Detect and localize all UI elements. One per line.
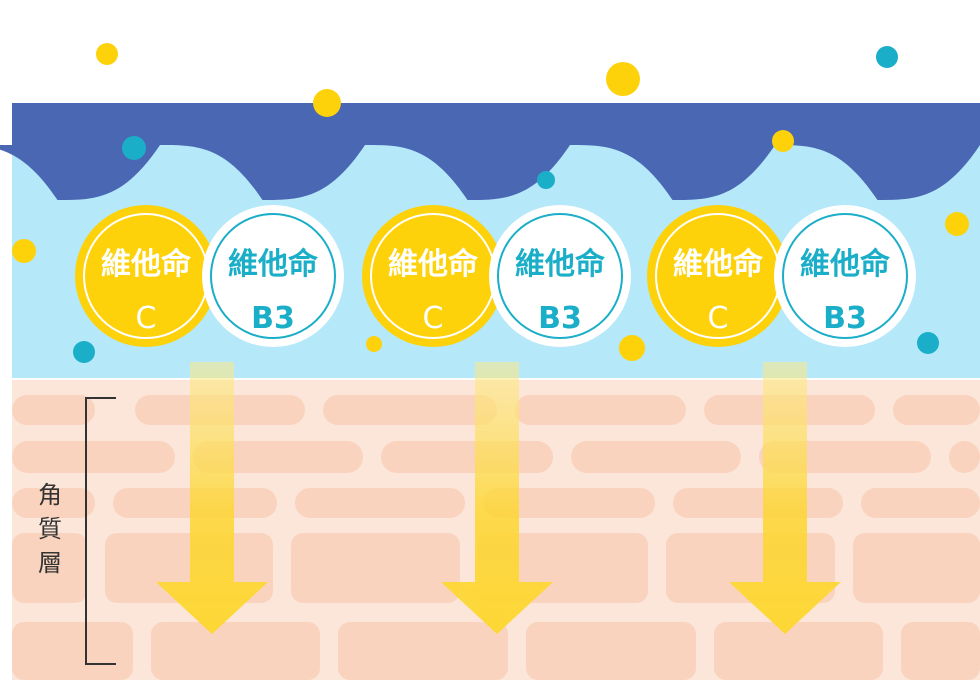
label-char-3: 層 xyxy=(38,549,62,577)
skin-cell xyxy=(12,622,133,680)
yellow-particle xyxy=(313,89,341,117)
vitamin-b3-code: B3 xyxy=(823,301,867,336)
vitamin-b3-name: 維他命 xyxy=(800,247,891,282)
teal-particle xyxy=(73,341,95,363)
yellow-particle xyxy=(772,130,794,152)
skin-cell xyxy=(291,533,460,603)
vitamin-c-code: C xyxy=(708,301,729,336)
floating-particles xyxy=(12,43,969,363)
yellow-particle xyxy=(12,239,36,263)
vitamin-c-circle xyxy=(362,205,504,347)
vitamin-c-capsule: 維他命 C xyxy=(647,205,789,347)
skin-cell xyxy=(673,488,843,518)
vitamin-b3-circle xyxy=(489,205,631,347)
skin-cell xyxy=(861,488,980,518)
skin-cell xyxy=(12,395,95,425)
down-arrow xyxy=(729,362,841,634)
skin-cell xyxy=(381,441,553,473)
vitamin-b3-capsule: 維他命 B3 xyxy=(774,205,916,347)
teal-particle xyxy=(917,332,939,354)
skin-cell xyxy=(853,533,980,603)
skin-cell xyxy=(571,441,741,473)
vitamin-c-code: C xyxy=(423,301,444,336)
label-char-1: 角 xyxy=(38,481,62,509)
down-arrow xyxy=(156,362,268,634)
teal-particle xyxy=(876,46,898,68)
yellow-particle xyxy=(96,43,118,65)
skin-cells xyxy=(12,395,980,680)
skin-cell xyxy=(193,441,363,473)
vitamin-b3-capsule: 維他命 B3 xyxy=(202,205,344,347)
skin-cell xyxy=(12,441,175,473)
skin-cell xyxy=(151,622,320,680)
teal-particle xyxy=(537,171,555,189)
vitamin-b3-name: 維他命 xyxy=(228,247,319,282)
skin-cell xyxy=(483,488,655,518)
skin-cell xyxy=(12,533,87,603)
vitamin-c-name: 維他命 xyxy=(388,247,479,282)
yellow-particle xyxy=(606,62,640,96)
stratum-bracket xyxy=(85,397,116,665)
vitamin-b3-capsule: 維他命 B3 xyxy=(489,205,631,347)
skin-cell xyxy=(323,395,497,425)
vitamin-b3-ring xyxy=(782,213,908,339)
vitamin-b3-name: 維他命 xyxy=(515,247,606,282)
yellow-particle xyxy=(619,335,645,361)
vitamin-capsules: 維他命 C 維他命 B3 維他命 C 維他命 B3 維他命 C 維他命 B3 xyxy=(75,205,916,347)
vitamin-b3-code: B3 xyxy=(251,301,295,336)
label-char-2: 質 xyxy=(38,515,62,543)
vitamin-c-circle xyxy=(75,205,217,347)
yellow-particle xyxy=(366,336,382,352)
vitamin-c-capsule: 維他命 C xyxy=(362,205,504,347)
skin-cell xyxy=(526,622,696,680)
vitamin-c-name: 維他命 xyxy=(673,247,764,282)
skin-cell xyxy=(515,395,686,425)
skin-cell xyxy=(12,488,95,518)
skin-cell xyxy=(949,441,980,473)
down-arrow xyxy=(441,362,553,634)
skin-cell xyxy=(338,622,508,680)
skin-cell xyxy=(901,622,980,680)
penetration-arrows xyxy=(156,362,841,634)
dark-wave-layer xyxy=(0,103,980,200)
vitamin-c-code: C xyxy=(136,301,157,336)
vitamin-b3-ring xyxy=(210,213,336,339)
vitamin-c-circle xyxy=(647,205,789,347)
vitamin-b3-code: B3 xyxy=(538,301,582,336)
vitamin-b3-circle xyxy=(774,205,916,347)
teal-particle xyxy=(122,136,146,160)
yellow-particle xyxy=(945,212,969,236)
skin-cell xyxy=(714,622,883,680)
vitamin-c-name: 維他命 xyxy=(101,247,192,282)
vitamin-b3-ring xyxy=(497,213,623,339)
vitamin-c-capsule: 維他命 C xyxy=(75,205,217,347)
stratum-corneum-label: 角 質 層 xyxy=(30,478,70,580)
skin-cell xyxy=(295,488,465,518)
vitamin-b3-circle xyxy=(202,205,344,347)
skin-cell xyxy=(893,395,980,425)
